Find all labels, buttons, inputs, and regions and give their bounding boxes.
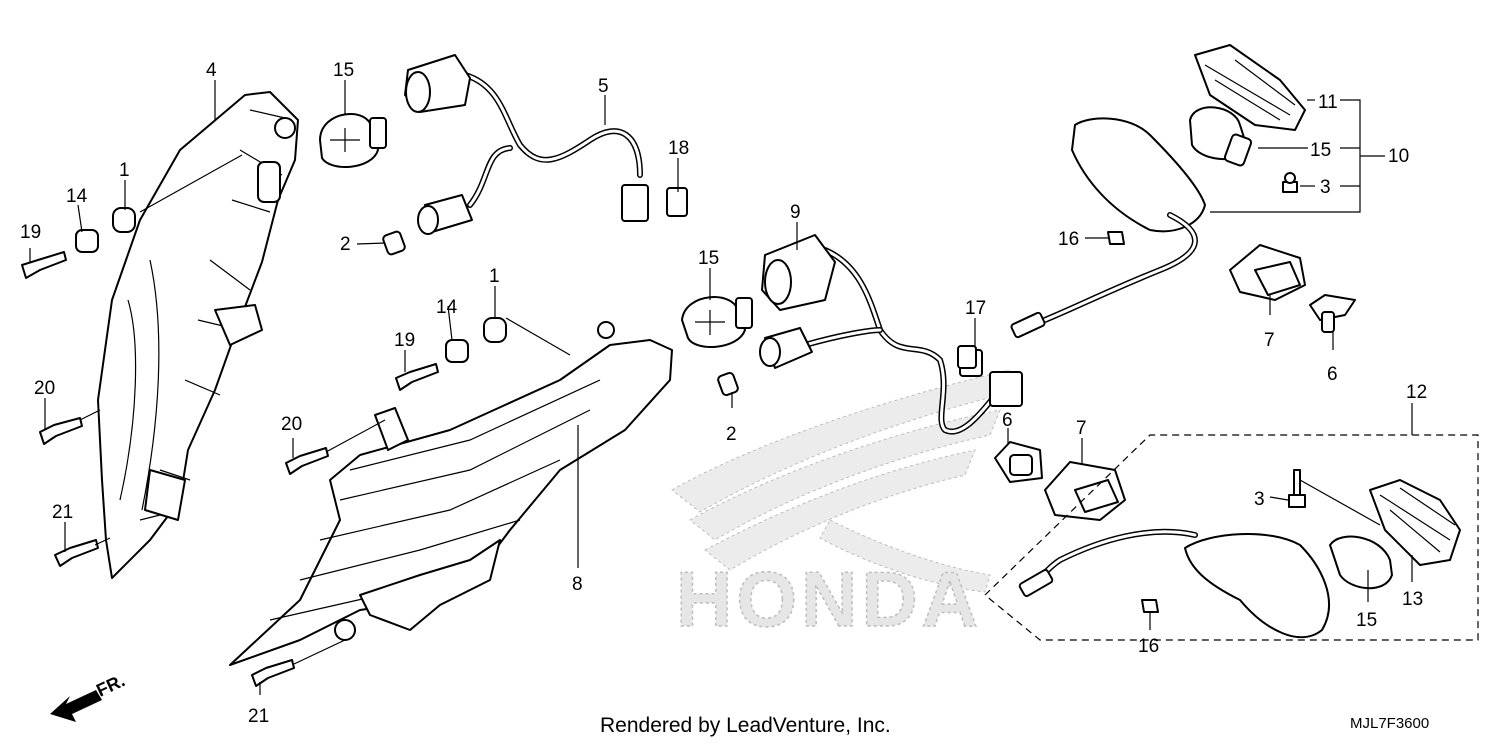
- wire-harness-5: [382, 54, 688, 256]
- leader-lines: [29, 80, 1413, 695]
- screw-16-upper: [1107, 231, 1125, 245]
- callout-7: 7: [1076, 418, 1087, 439]
- callout-14: 14: [66, 186, 88, 207]
- callout-6: 6: [1002, 410, 1013, 431]
- callout-19: 19: [394, 330, 415, 351]
- callout-21: 21: [248, 706, 269, 727]
- callout-8: 8: [572, 574, 583, 595]
- callout-14: 14: [436, 297, 458, 318]
- callout-3: 3: [1320, 177, 1331, 198]
- callout-15: 15: [333, 60, 354, 81]
- rubber-mount-1-upper: [112, 207, 136, 233]
- screw-3-lower: [1288, 469, 1306, 508]
- turn-signal-upper: [1010, 44, 1306, 339]
- screw-3-upper: [1282, 172, 1298, 193]
- socket-7-upper: [1229, 244, 1306, 301]
- callout-16: 16: [1138, 636, 1159, 657]
- grommet-6-upper: [1309, 294, 1356, 333]
- callout-4: 4: [206, 60, 217, 81]
- left-taillight-housing: [97, 91, 299, 579]
- callout-20: 20: [281, 414, 302, 435]
- callout-9: 9: [790, 202, 801, 223]
- bolt-19-lower: [395, 363, 439, 391]
- screw-16-lower: [1141, 599, 1159, 613]
- callout-20: 20: [34, 378, 55, 399]
- callout-19: 19: [20, 222, 41, 243]
- clip-17: [957, 345, 977, 369]
- grommet-6-lower: [994, 441, 1043, 483]
- bolt-21-upper: [54, 539, 99, 567]
- callout-labels: 4 15 5 18 11 15 10 3 1 14 19 2 9 16 15 1…: [20, 60, 1427, 727]
- callout-11: 11: [1318, 92, 1338, 113]
- front-arrow-icon: [50, 690, 102, 722]
- callout-17: 17: [965, 298, 986, 319]
- callout-6: 6: [1327, 364, 1338, 385]
- callout-13: 13: [1402, 589, 1423, 610]
- callout-16: 16: [1058, 229, 1079, 250]
- bolt-19-upper: [21, 251, 67, 279]
- bolt-20-lower: [285, 447, 329, 475]
- callout-12: 12: [1406, 382, 1427, 403]
- bulb-15-middle: [681, 296, 753, 349]
- watermark-text: HONDA: [676, 555, 982, 643]
- bolt-21-lower: [251, 659, 295, 687]
- callout-15: 15: [698, 248, 719, 269]
- callout-15: 15: [1356, 610, 1377, 631]
- group-box-12: [984, 403, 1479, 641]
- bolt-20-upper: [39, 417, 83, 445]
- diagram-code: MJL7F3600: [1350, 715, 1429, 732]
- collar-14-upper: [75, 229, 99, 253]
- callout-15: 15: [1310, 140, 1331, 161]
- rubber-mount-1-lower: [483, 317, 507, 343]
- collar-14-lower: [445, 339, 469, 363]
- callout-7: 7: [1264, 330, 1275, 351]
- bulb-15-left: [319, 113, 387, 169]
- honda-wing-watermark: HONDA: [671, 369, 1011, 644]
- callout-2: 2: [340, 234, 351, 255]
- rendered-by-credit: Rendered by LeadVenture, Inc.: [600, 714, 891, 737]
- front-direction-indicator: FR.: [50, 670, 128, 722]
- turn-signal-lower: [1018, 479, 1461, 639]
- callout-21: 21: [52, 502, 73, 523]
- wire-harness-9: [717, 234, 1023, 435]
- right-taillight-housing: [229, 321, 673, 666]
- callout-1: 1: [119, 160, 130, 181]
- callout-10: 10: [1388, 146, 1409, 167]
- callout-1: 1: [489, 266, 500, 287]
- callout-3: 3: [1254, 489, 1265, 510]
- callout-18: 18: [668, 138, 689, 159]
- callout-5: 5: [598, 76, 609, 97]
- socket-7-lower: [1044, 461, 1126, 521]
- callout-2: 2: [726, 424, 737, 445]
